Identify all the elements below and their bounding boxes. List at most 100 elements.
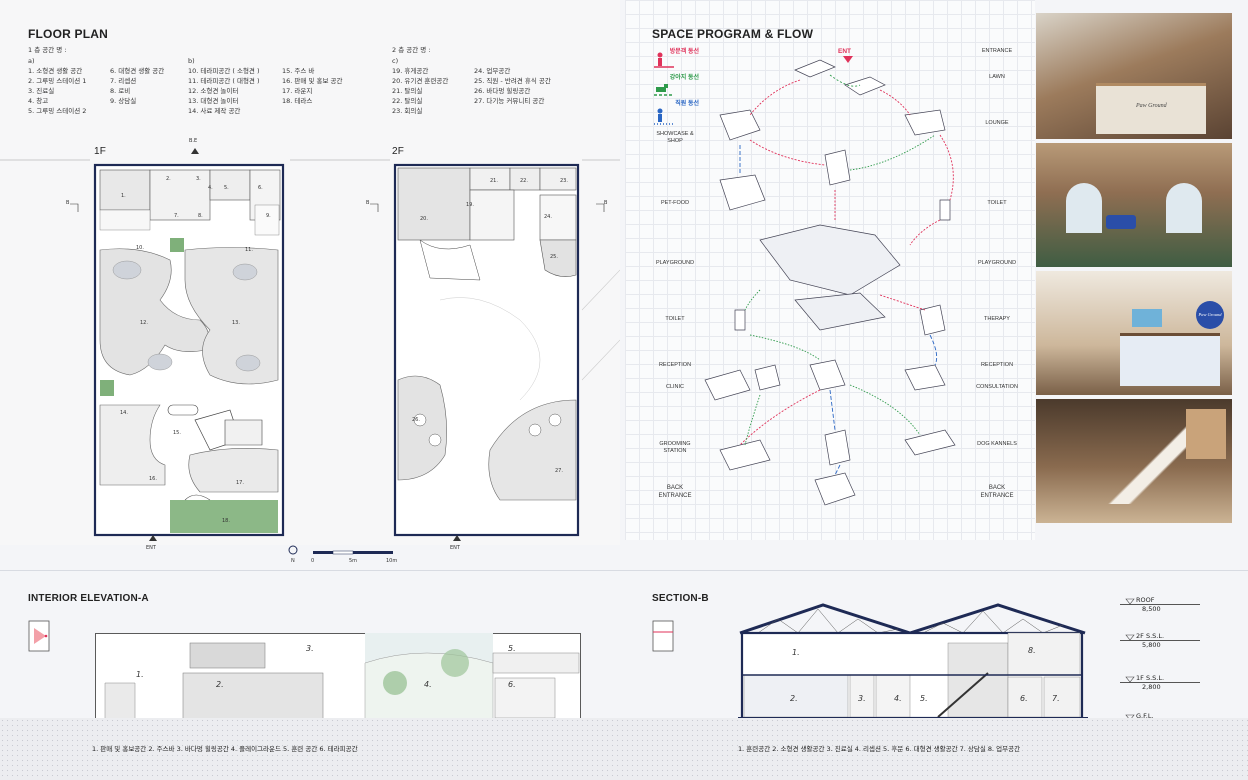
flow-label-playground-r: PLAYGROUND bbox=[977, 260, 1017, 266]
divider bbox=[0, 570, 1248, 571]
ground-band bbox=[0, 718, 1248, 780]
ent-arrow-icon bbox=[843, 56, 853, 63]
elevation-caption: 1. 판매 및 홍보공간 2. 주스바 3. 바다멍 힐링공간 4. 플레이그라… bbox=[92, 745, 358, 753]
mark-b-left: B bbox=[66, 200, 70, 206]
level-name: 1F S.S.L. bbox=[1120, 674, 1200, 683]
room-label: 8. bbox=[198, 213, 203, 219]
flow-label-showcase: SHOWCASE & SHOP bbox=[656, 131, 694, 144]
room-label: 6. bbox=[258, 185, 263, 191]
flow-label-toilet-l: TOILET bbox=[665, 316, 685, 322]
room-label: 13. bbox=[232, 320, 240, 326]
reception-counter bbox=[1096, 83, 1206, 134]
sec-label-3: 3. bbox=[858, 694, 866, 703]
sec-label-4: 4. bbox=[894, 694, 902, 703]
flow-label-lounge: LOUNGE bbox=[985, 120, 1009, 126]
room-label: 2. bbox=[166, 176, 171, 182]
legend-item: 5. 그루밍 스테이션 2 bbox=[28, 107, 87, 115]
tiled-counter bbox=[1120, 333, 1220, 386]
room-label: 16. bbox=[149, 476, 157, 482]
room-label: 9. bbox=[266, 213, 271, 219]
elevation-drawing bbox=[95, 633, 581, 721]
legend-col-c: c) 19. 휴게공간 20. 유기견 훈련공간 21. 탈의실 22. 탈의실… bbox=[392, 56, 448, 116]
arched-window bbox=[1166, 183, 1202, 233]
flow-label-back-r: BACK ENTRANCE bbox=[980, 485, 1014, 499]
flow-label-consultation: CONSULTATION bbox=[976, 384, 1018, 390]
legend-2f-head: 2 층 공간 명 : bbox=[392, 46, 431, 54]
level-name: ROOF bbox=[1120, 596, 1200, 605]
legend-item: 12. 소형견 놀이터 bbox=[188, 87, 239, 95]
legend-visitor: 방문객 동선 bbox=[669, 49, 699, 55]
wall-display bbox=[1186, 409, 1226, 459]
level-1f: 1F S.S.L. 2,800 bbox=[1120, 674, 1200, 691]
legend-col-c-head: c) bbox=[392, 57, 399, 65]
scale-0: 0 bbox=[311, 558, 315, 564]
photo-entrance: Paw Ground bbox=[1036, 13, 1232, 139]
room-label: 7. bbox=[174, 213, 179, 219]
legend-item: 10. 테라피공간 ( 소형견 ) bbox=[188, 67, 260, 75]
level-roof: ROOF 8,500 bbox=[1120, 596, 1200, 613]
ent-1f: ENT bbox=[146, 545, 156, 551]
legend-item: 19. 휴게공간 bbox=[392, 67, 429, 75]
blue-sofa bbox=[1106, 215, 1136, 229]
flow-label-clinic: CLINIC bbox=[665, 384, 685, 390]
photo-reception: Paw Ground bbox=[1036, 271, 1232, 395]
elev-label-6: 6. bbox=[508, 680, 516, 689]
section-caption: 1. 훈련공간 2. 소형견 생활공간 3. 진료실 4. 리셉션 5. 후문 … bbox=[738, 745, 1021, 753]
room-label: 17. bbox=[236, 480, 244, 486]
elev-label-5: 5. bbox=[508, 644, 516, 653]
legend-item: 6. 대형견 생활 공간 bbox=[110, 67, 165, 75]
mark-b-mid: B bbox=[366, 200, 370, 206]
plan-2f-label: 2F bbox=[392, 146, 405, 157]
room-label: 10. bbox=[136, 245, 144, 251]
staircase bbox=[1106, 424, 1196, 504]
room-label: 27. bbox=[555, 468, 563, 474]
room-label: 25. bbox=[550, 254, 558, 260]
scale-n: N bbox=[291, 558, 295, 564]
legend-item: 24. 업무공간 bbox=[474, 67, 511, 75]
flow-label-reception-r: RECEPTION bbox=[980, 362, 1014, 368]
plan-1f-label: 1F bbox=[94, 146, 107, 157]
plan-2f bbox=[393, 163, 580, 537]
room-label: 22. bbox=[520, 178, 528, 184]
photo-sign-2: Paw Ground bbox=[1196, 301, 1224, 329]
sec-label-8: 8. bbox=[1028, 646, 1036, 655]
section-drawing bbox=[738, 603, 1088, 720]
room-label: 12. bbox=[140, 320, 148, 326]
legend-staff: 직원 동선 bbox=[675, 101, 699, 107]
legend-item: 26. 바다멍 힐링공간 bbox=[474, 87, 531, 95]
room-label: 1. bbox=[121, 193, 126, 199]
legend-item: 23. 회의실 bbox=[392, 107, 423, 115]
ent-2f: ENT bbox=[450, 545, 460, 551]
photo-lounge bbox=[1036, 143, 1232, 267]
sec-label-5: 5. bbox=[920, 694, 928, 703]
flow-label-kennels: DOG KANNELS bbox=[977, 441, 1017, 447]
legend-1f-head: 1 층 공간 명 : bbox=[28, 46, 67, 54]
sec-label-6: 6. bbox=[1020, 694, 1028, 703]
legend-item: 18. 테라스 bbox=[282, 97, 313, 105]
level-markers bbox=[1125, 598, 1135, 721]
room-label: 11. bbox=[245, 247, 253, 253]
flow-label-toilet-r: TOILET bbox=[987, 200, 1007, 206]
legend-col-a2: 6. 대형견 생활 공간 7. 리셉션 8. 로비 9. 상담실 bbox=[110, 66, 164, 106]
legend-col-c2: 24. 업무공간 25. 직원 - 반려견 휴식 공간 26. 바다멍 힐링공간… bbox=[474, 66, 551, 106]
room-label: 4. bbox=[208, 185, 213, 191]
room-label: 15. bbox=[173, 430, 181, 436]
elev-label-2: 2. bbox=[216, 680, 224, 689]
legend-item: 14. 사료 제작 공간 bbox=[188, 107, 241, 115]
legend-item: 22. 탈의실 bbox=[392, 97, 423, 105]
flow-diagram bbox=[704, 59, 956, 506]
scale-10: 10m bbox=[386, 558, 398, 564]
legend-col-b-head: b) bbox=[188, 57, 195, 65]
room-label: 19. bbox=[466, 202, 474, 208]
legend-item: 11. 테라피공간 ( 대형견 ) bbox=[188, 77, 260, 85]
legend-item: 27. 다기능 커뮤니티 공간 bbox=[474, 97, 545, 105]
room-label: 21. bbox=[490, 178, 498, 184]
legend-item: 1. 소형견 생활 공간 bbox=[28, 67, 83, 75]
legend-col-b: b) 10. 테라피공간 ( 소형견 ) 11. 테라피공간 ( 대형견 ) 1… bbox=[188, 56, 260, 116]
legend-item: 17. 라운지 bbox=[282, 87, 313, 95]
legend-item: 7. 리셉션 bbox=[110, 77, 137, 85]
room-label: 26. bbox=[412, 417, 420, 423]
staff-icon bbox=[654, 108, 674, 125]
legend-dog: 강아지 동선 bbox=[669, 75, 699, 81]
floor-plan-title: FLOOR PLAN bbox=[28, 27, 108, 41]
